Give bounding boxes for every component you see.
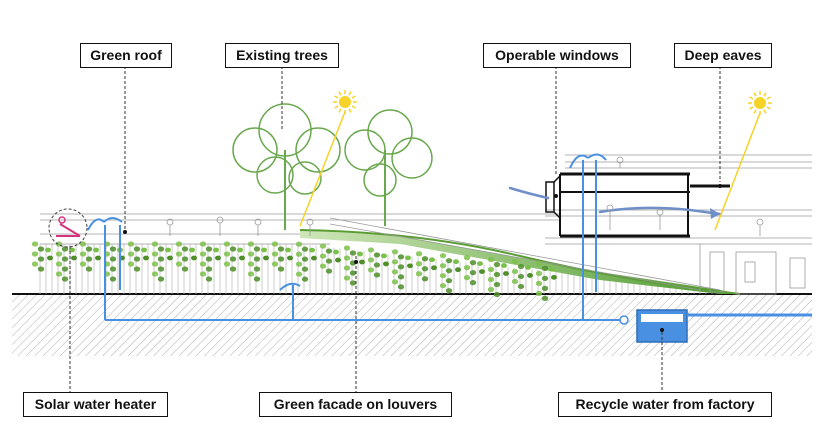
label-existing-trees: Existing trees [225,43,339,68]
label-recycle-water: Recycle water from factory [558,392,772,417]
label-solar-water-heater: Solar water heater [23,392,168,417]
label-green-facade: Green facade on louvers [259,392,452,417]
leader-dots [123,184,722,332]
pipe-valve [619,315,629,325]
water-pipes [87,153,812,321]
sun-rays [299,111,761,231]
green-facade-vines [31,241,557,301]
tree-right [344,109,433,226]
ground-section [12,293,812,356]
label-operable-windows: Operable windows [483,43,631,68]
green-roof [299,217,741,295]
label-deep-eaves: Deep eaves [674,43,772,68]
sun-icon [748,91,772,115]
people-figures [166,156,764,236]
airflow-arrow-icon [508,186,722,219]
roof-railing [40,213,560,245]
tree-left [232,103,341,230]
water-tank-icon [636,309,688,343]
leader-lines [69,66,721,392]
sun-icon [333,90,357,114]
label-green-roof: Green roof [80,43,172,68]
solar-heater-icon [48,208,88,248]
window-eave-section [545,172,730,238]
